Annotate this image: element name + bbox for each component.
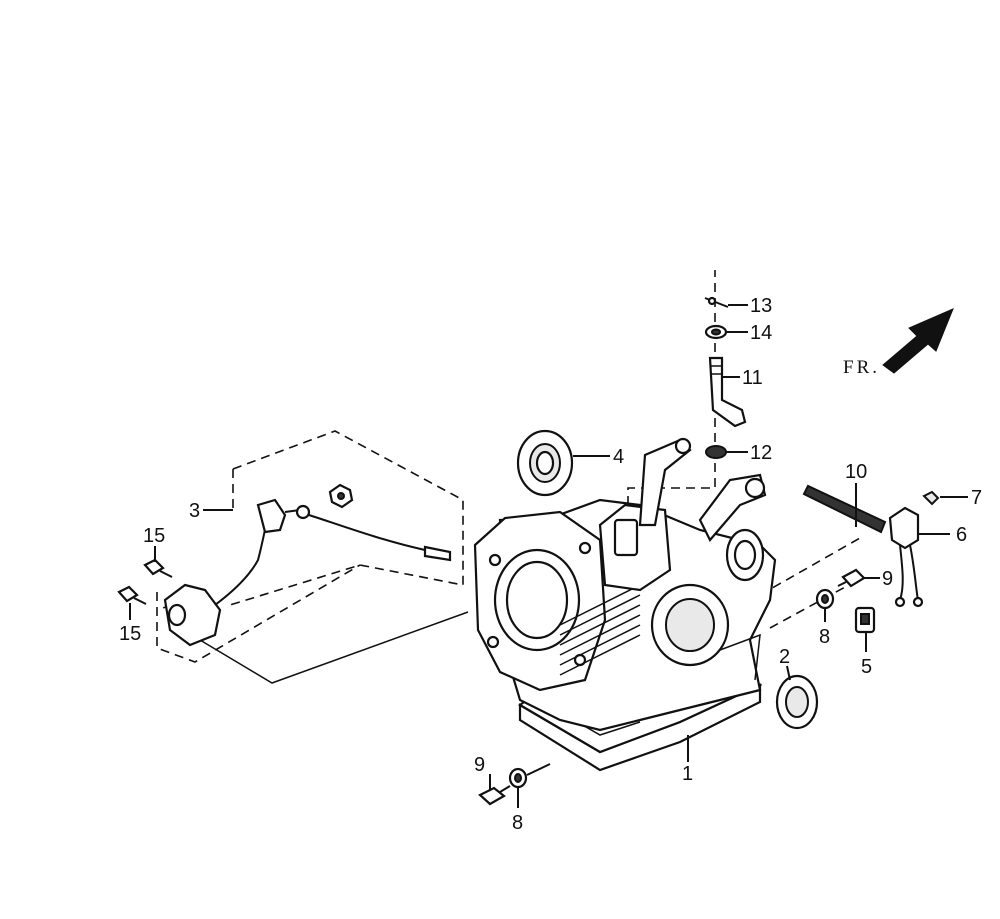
- callout-9-lower: 9: [474, 754, 485, 776]
- oil-level-switch-part-6: [888, 506, 924, 608]
- drain-bolt-part-9-lower: [478, 785, 511, 806]
- callout-15-upper: 15: [143, 525, 165, 547]
- callout-12: 12: [750, 442, 772, 464]
- bolt-part-15-lower: [117, 585, 147, 605]
- front-direction-label: FR.: [843, 357, 880, 378]
- governor-shaft-part-11: [708, 356, 747, 428]
- oil-seal-part-2: [775, 674, 819, 730]
- leader-lines: [129, 304, 968, 808]
- drain-bolt-part-9-upper: [837, 568, 866, 588]
- callout-8-upper: 8: [819, 626, 830, 648]
- cooling-fins: [559, 584, 641, 676]
- front-direction-indicator: FR.: [843, 308, 954, 378]
- callout-6: 6: [956, 524, 967, 546]
- oil-seal-part-4: [516, 429, 574, 497]
- callout-14: 14: [750, 322, 772, 344]
- cylinder-block-part: [473, 498, 777, 772]
- callout-15-lower: 15: [119, 623, 141, 645]
- washer-part-8-lower: [508, 767, 528, 789]
- callout-10: 10: [845, 461, 867, 483]
- strip-part-10: [802, 484, 887, 534]
- front-direction-arrow-icon: [882, 308, 954, 374]
- washer-part-12: [705, 445, 727, 459]
- bolt-part-15-upper: [143, 558, 173, 578]
- governor-arm-assembly: [638, 437, 767, 542]
- plug-part-5: [854, 606, 876, 634]
- callout-8-lower: 8: [512, 812, 523, 834]
- washer-part-14: [704, 324, 728, 340]
- callout-3: 3: [189, 500, 200, 522]
- ignition-coil-part-3: [163, 483, 452, 647]
- callout-5: 5: [861, 656, 872, 678]
- pin-part-13: [704, 296, 729, 308]
- callout-4: 4: [613, 446, 624, 468]
- callout-13: 13: [750, 295, 772, 317]
- washer-part-8-upper: [815, 588, 835, 610]
- callout-11: 11: [742, 367, 763, 389]
- callout-7: 7: [971, 487, 982, 509]
- callout-numbers: 13 14 11 12 4 10 7 6 9 8 5 2 1 3 15 15 9…: [119, 295, 982, 834]
- callout-9-upper: 9: [882, 568, 893, 590]
- callout-1: 1: [682, 763, 693, 785]
- callout-2: 2: [779, 646, 790, 668]
- bolt-part-7: [922, 490, 940, 506]
